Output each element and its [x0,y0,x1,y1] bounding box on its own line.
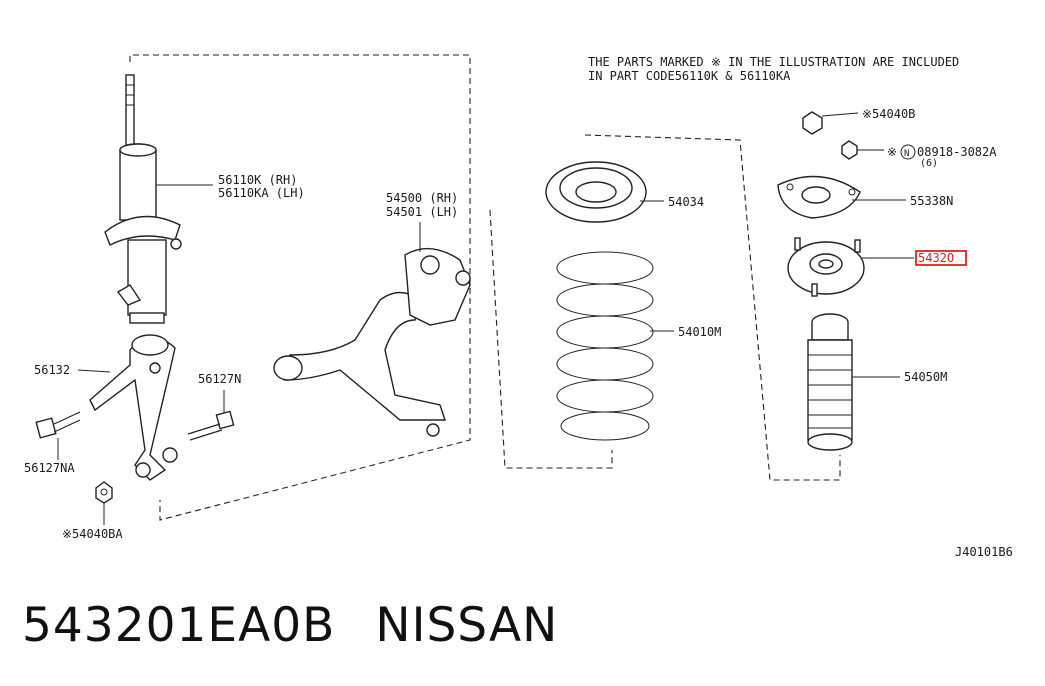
nut-bottom [95,481,113,525]
label-bolt-code: 08918-3082A [917,145,997,159]
label-strut-lh: 56110KA (LH) [218,186,305,200]
bolt-left [35,411,81,460]
note-line-2: IN PART CODE56110K & 56110KA [588,69,791,83]
brand-name: NISSAN [375,598,559,653]
label-nut-bottom: ※54040BA [62,527,123,541]
label-mount-insulator: 5432O [918,251,954,265]
lower-arm [273,222,471,437]
part-title: 543201EA0B NISSAN [22,598,598,653]
mount-bolt [841,140,916,160]
label-bolt-left: 56127NA [24,461,75,475]
label-mount-plate: 55338N [910,194,953,208]
mount-plate [777,175,906,219]
label-bound-bumper: 54050M [904,370,947,384]
label-coil-spring: 54010M [678,325,721,339]
diagram-code: J40101B6 [955,545,1013,559]
note-line-1: THE PARTS MARKED ※ IN THE ILLUSTRATION A… [588,55,959,69]
label-arm-lh: 54501 (LH) [386,205,458,219]
highlight-box [915,250,967,266]
strut-group-dashed-line [129,54,471,521]
spring-seat [545,161,664,223]
bound-bumper [807,313,900,451]
label-bolt-qty: (6) [920,158,938,169]
label-bolt-prefix: ※ [887,145,897,159]
label-bolt-right: 56127N [198,372,241,386]
knuckle-bracket [77,334,178,481]
label-arm-rh: 54500 (RH) [386,191,458,205]
strut-assembly [104,74,213,324]
label-spring-seat: 54034 [668,195,704,209]
n-circle-icon [900,144,916,160]
spring-bottom-dashed-line [489,209,613,469]
part-number: 543201EA0B [22,598,336,653]
coil-spring [556,251,674,441]
label-strut-rh: 56110K (RH) [218,173,297,187]
spring-group-dashed-line [584,134,841,481]
top-nut [802,111,859,135]
bolt-right [187,390,235,441]
label-bolt-circle: N [904,149,909,159]
parts-diagram: THE PARTS MARKED ※ IN THE ILLUSTRATION A… [24,54,1013,559]
label-top-nut: ※54040B [862,107,915,121]
strut-mount-insulator [787,237,914,297]
label-bracket: 56132 [34,363,70,377]
